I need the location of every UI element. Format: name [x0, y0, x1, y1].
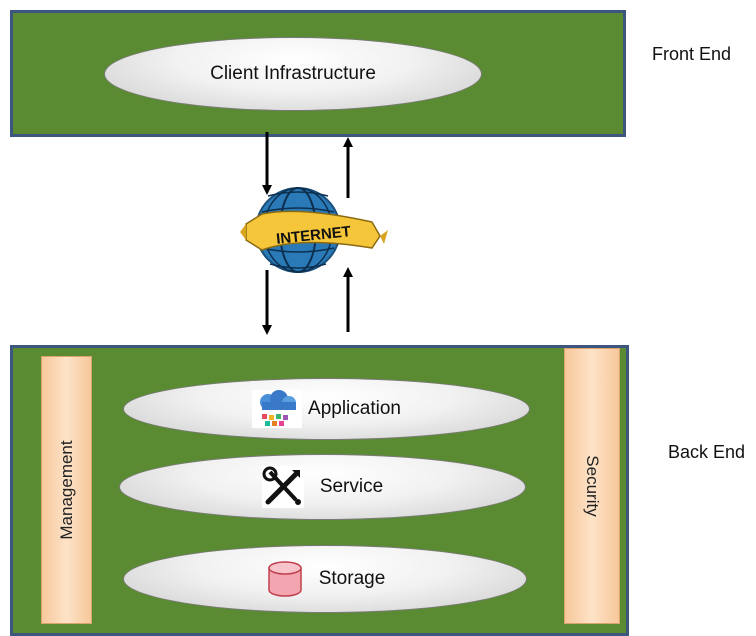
service-ellipse: Service: [119, 454, 526, 520]
cloud-app-icon: [252, 390, 303, 428]
service-label: Service: [319, 476, 384, 497]
back-end-label: Back End: [668, 442, 746, 462]
front-end-label: Front End: [652, 44, 732, 64]
tools-icon: [261, 466, 304, 508]
client-infrastructure-ellipse: Client Infrastructure: [104, 37, 482, 111]
database-icon: [267, 561, 302, 597]
front-end-panel: Client Infrastructure: [10, 10, 626, 137]
storage-label: Storage: [318, 568, 386, 589]
internet-banner: INTERNET: [240, 210, 388, 251]
client-infrastructure-label: Client Infrastructure: [210, 63, 376, 84]
security-label: Security: [583, 455, 602, 517]
management-bar: Management: [41, 356, 92, 624]
security-bar: Security: [564, 348, 620, 624]
application-label: Application: [308, 398, 401, 419]
application-ellipse: Application: [123, 378, 530, 440]
back-end-panel: Management Security Application: [10, 345, 629, 636]
storage-ellipse: Storage: [123, 545, 527, 613]
management-label: Management: [56, 440, 76, 540]
